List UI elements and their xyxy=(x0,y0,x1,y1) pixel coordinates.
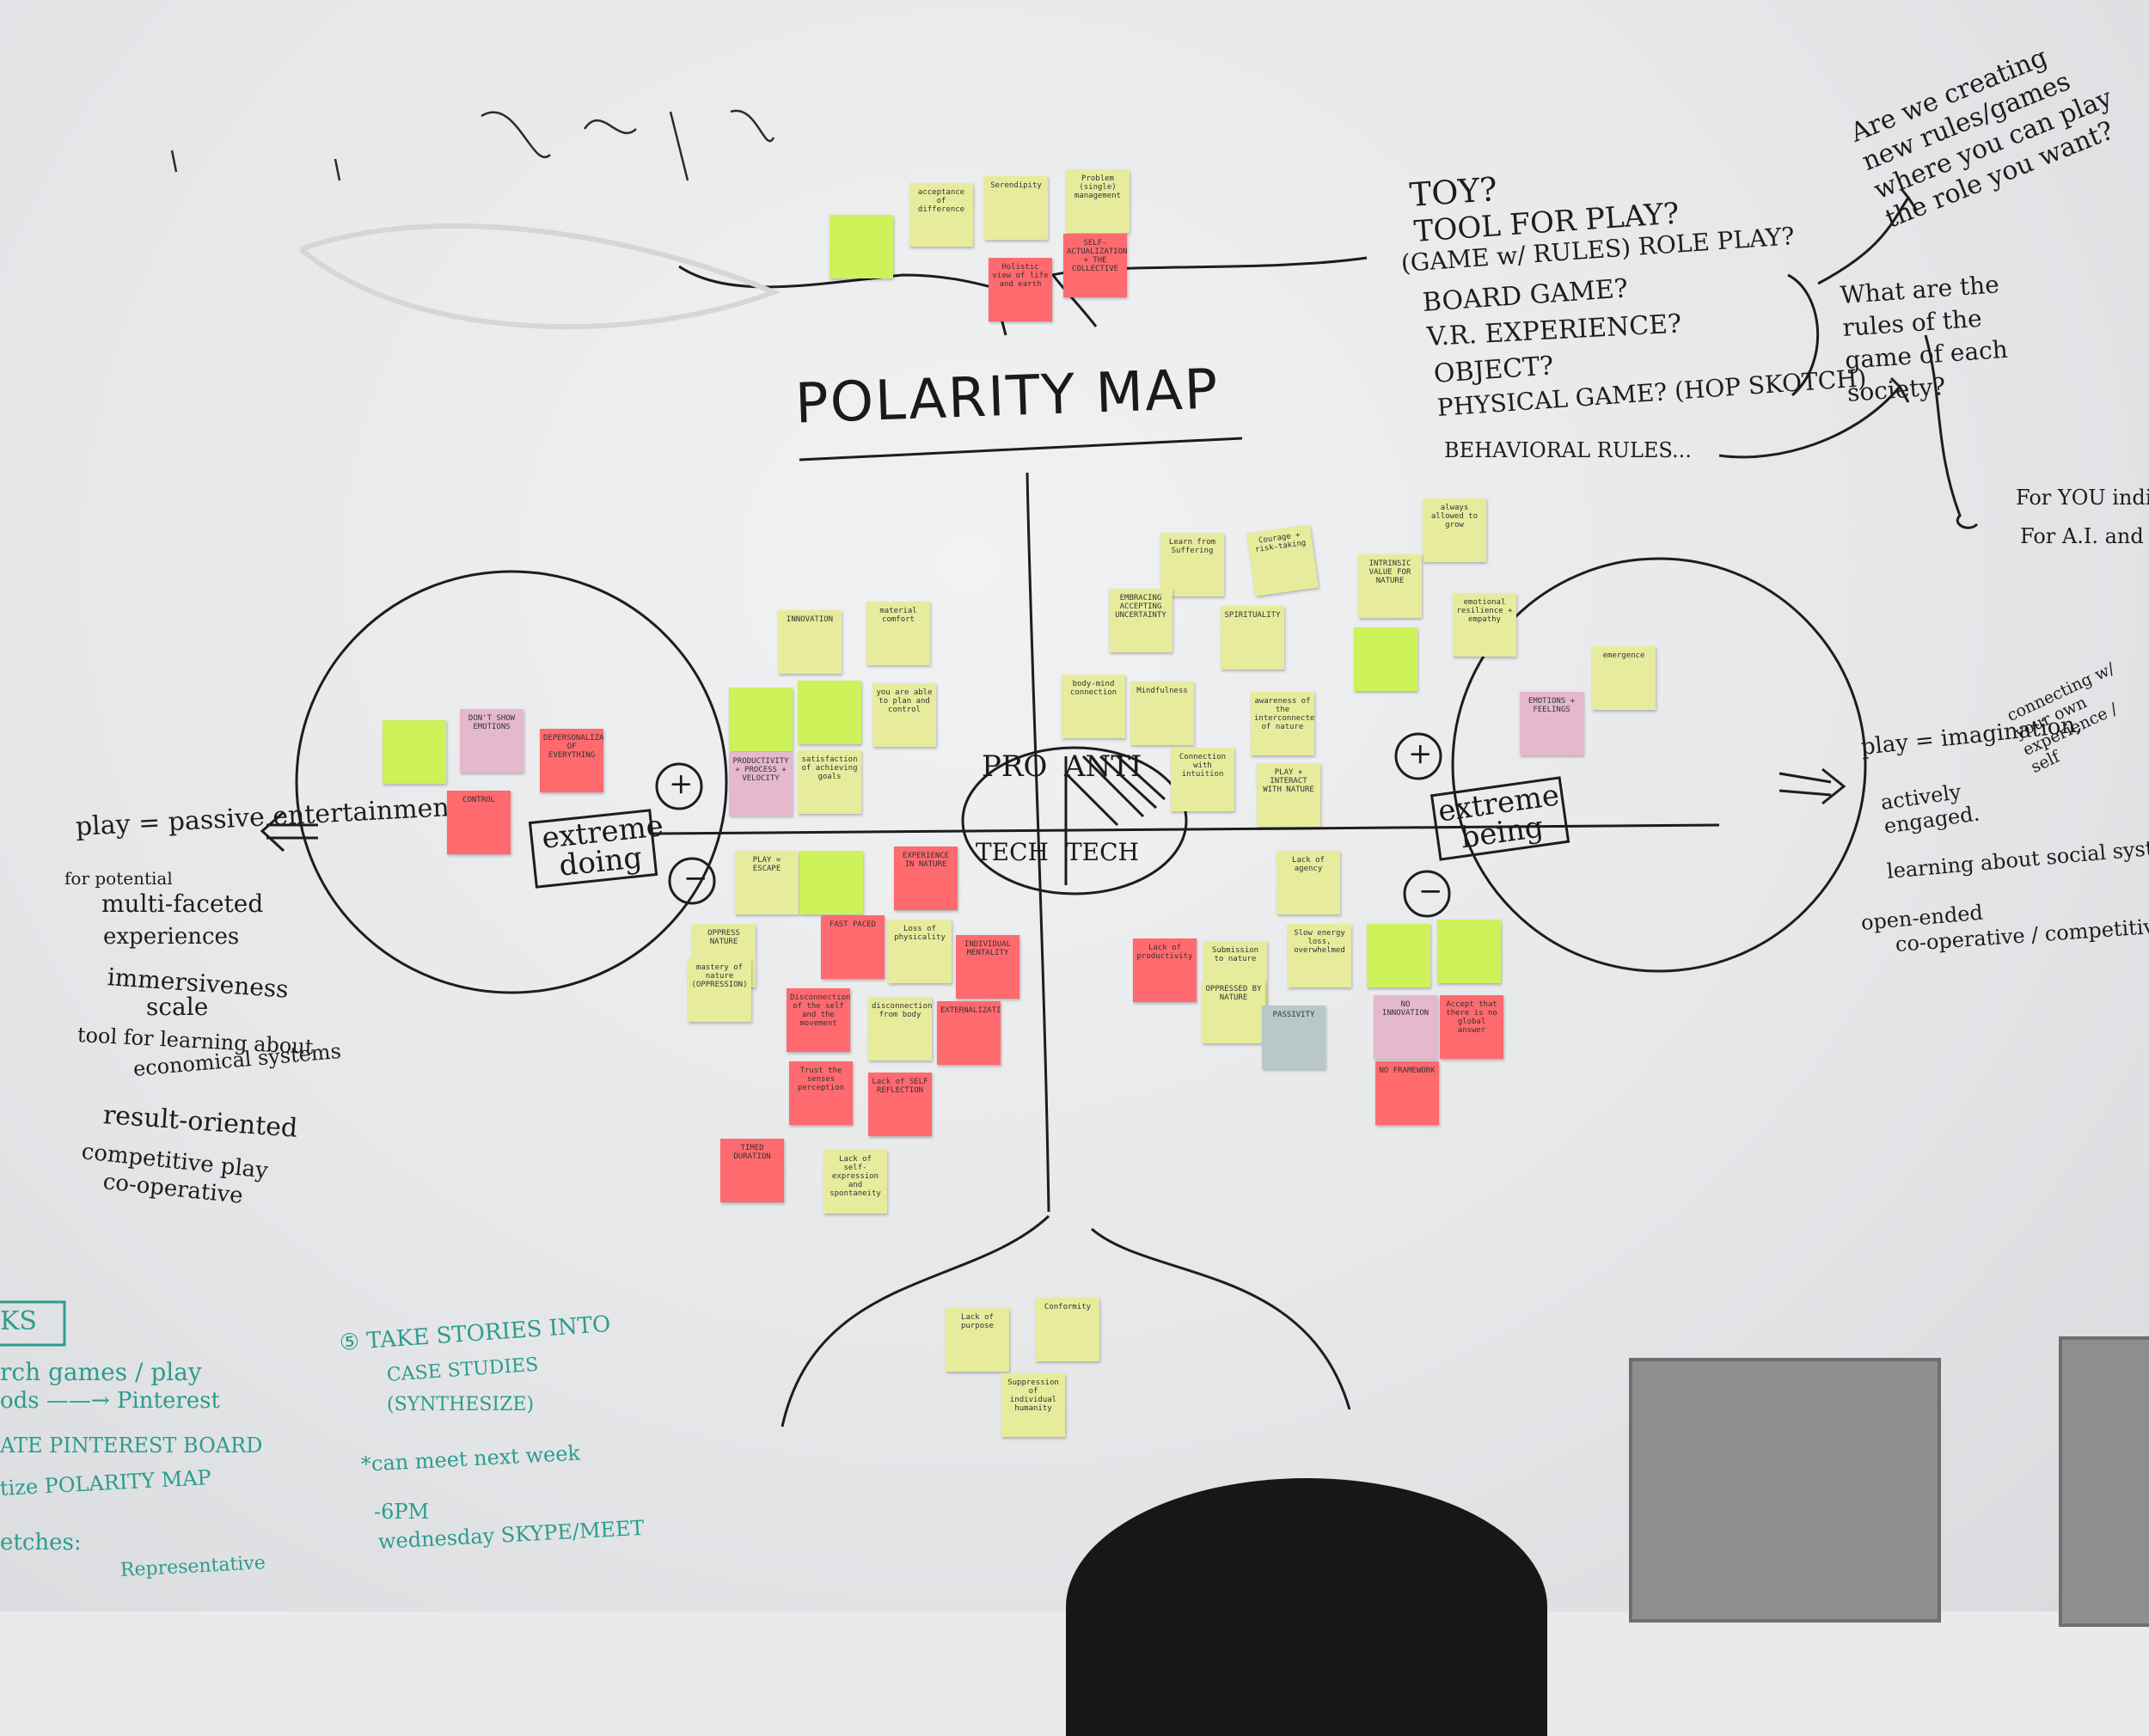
sticky-note: Disconnection of the self and the moveme… xyxy=(787,988,850,1052)
todo-heading: KS xyxy=(0,1306,37,1336)
minus-right: − xyxy=(1418,874,1443,908)
sticky-note: you are able to plan and control xyxy=(872,683,936,747)
play-scale: scale xyxy=(146,993,209,1021)
sticky-note: Trust the senses perception xyxy=(789,1061,853,1125)
tech-label-left: TECH xyxy=(976,838,1049,866)
sticky-note: TIMED DURATION xyxy=(720,1139,784,1202)
note-for-ai: For A.I. and xyxy=(2020,524,2144,548)
sticky-note: Connection with intuition xyxy=(1171,748,1234,811)
sticky-note: mastery of nature (OPPRESSION) xyxy=(688,958,751,1022)
sticky-note: PLAY = ESCAPE xyxy=(735,851,799,914)
play-multifaceted: multi-faceted xyxy=(101,889,264,918)
sticky-note: Lack of SELF REFLECTION xyxy=(868,1073,932,1136)
sticky-note xyxy=(830,215,893,278)
todo-time: -6PM xyxy=(374,1500,430,1524)
sticky-note: INDIVIDUAL MENTALITY xyxy=(956,935,1019,999)
sticky-note: FAST PACED xyxy=(821,915,885,979)
sticky-note xyxy=(383,720,446,784)
sticky-note: EXTERNALIZATION xyxy=(937,1001,1001,1065)
todo-research: rch games / play xyxy=(0,1358,202,1386)
chair-back xyxy=(1066,1478,1547,1736)
sticky-note: acceptance of difference xyxy=(909,183,973,247)
minus-left: − xyxy=(683,861,708,896)
sticky-note: emotional resilience + empathy xyxy=(1453,593,1516,657)
plus-left: + xyxy=(669,767,694,801)
cabinet xyxy=(1629,1358,1941,1623)
anti-label: ANTI xyxy=(1064,749,1142,784)
sticky-note: Learn from Suffering xyxy=(1160,533,1224,596)
sticky-note xyxy=(1437,920,1501,983)
sticky-note: disconnection from body xyxy=(868,997,932,1061)
extreme-doing-box: extreme doing xyxy=(540,809,665,883)
sticky-note: always allowed to grow xyxy=(1423,498,1486,562)
sticky-note: PLAY + INTERACT WITH NATURE xyxy=(1257,763,1320,827)
sticky-note: DON'T SHOW EMOTIONS xyxy=(460,709,523,773)
sticky-note: Lack of self-expression and spontaneity xyxy=(823,1150,887,1213)
todo-sketches: etches: xyxy=(0,1530,82,1556)
vertical-axis-line xyxy=(1026,472,1050,1213)
sticky-note: Serendipity xyxy=(984,176,1048,240)
cabinet xyxy=(2059,1336,2149,1627)
sticky-note: Courage + risk-taking xyxy=(1246,524,1319,596)
play-experiences: experiences xyxy=(103,924,240,950)
question-toy: TOY? xyxy=(1408,169,1499,214)
sticky-note: PRODUCTIVITY + PROCESS + VELOCITY xyxy=(729,752,793,816)
sticky-note: NO INNOVATION xyxy=(1374,995,1437,1059)
sticky-note xyxy=(799,851,863,914)
sticky-note: EMBRACING ACCEPTING UNCERTAINTY xyxy=(1109,589,1172,652)
sticky-note: Loss of physicality xyxy=(888,920,952,983)
sticky-note: INTRINSIC VALUE FOR NATURE xyxy=(1358,554,1422,618)
sticky-note: SELF-ACTUALIZATION + THE COLLECTIVE xyxy=(1063,234,1127,297)
sticky-note: SPIRITUALITY xyxy=(1221,606,1284,669)
sticky-note: Lack of purpose xyxy=(946,1308,1009,1372)
play-for-potential: for potential xyxy=(64,868,173,889)
sticky-note: material comfort xyxy=(866,602,930,665)
plus-right: + xyxy=(1408,737,1433,771)
sticky-note xyxy=(1367,924,1430,987)
sticky-note: DEPERSONALIZATION OF EVERYTHING xyxy=(540,729,603,792)
todo-create-board: ATE PINTEREST BOARD xyxy=(0,1433,263,1458)
sticky-note xyxy=(1354,627,1417,691)
sticky-note: satisfaction of achieving goals xyxy=(798,750,861,814)
sticky-note: body-mind connection xyxy=(1062,675,1125,738)
sticky-note: Lack of productivity xyxy=(1133,938,1197,1002)
sticky-note: Holistic view of life and earth xyxy=(989,258,1052,321)
sticky-note: Conformity xyxy=(1036,1298,1099,1361)
sticky-note: PASSIVITY xyxy=(1262,1006,1326,1069)
note-for-you: For YOU indi xyxy=(2016,486,2149,510)
question-behavioral: BEHAVIORAL RULES... xyxy=(1444,438,1692,462)
sticky-note: Accept that there is no global answer xyxy=(1440,995,1503,1059)
sticky-note: EXPERIENCE IN NATURE xyxy=(894,847,958,910)
sticky-note xyxy=(798,681,861,744)
sticky-note: CONTROL xyxy=(447,791,511,854)
sticky-note xyxy=(729,688,793,751)
sticky-note: Problem (single) management xyxy=(1066,169,1130,233)
pro-label: PRO xyxy=(982,749,1048,784)
sticky-note: Lack of agency xyxy=(1277,851,1340,914)
sticky-note: awareness of the interconnectedness of n… xyxy=(1251,692,1314,755)
sticky-note: EMOTIONS + FEELINGS xyxy=(1520,692,1583,755)
sticky-note: OPPRESSED BY NATURE xyxy=(1202,980,1265,1043)
sticky-note: Suppression of individual humanity xyxy=(1001,1373,1065,1437)
sticky-note: NO FRAMEWORK xyxy=(1375,1061,1439,1125)
note-rules-society: What are the rules of the game of each s… xyxy=(1839,270,2009,407)
sticky-note: Slow energy loss, overwhelmed xyxy=(1288,924,1351,987)
tech-label-right: TECH xyxy=(1066,838,1139,866)
sticky-note: Mindfulness xyxy=(1130,682,1194,745)
todo-synthesize: (SYNTHESIZE) xyxy=(387,1394,535,1415)
whiteboard-drawing xyxy=(0,109,1979,1427)
sticky-note: INNOVATION xyxy=(778,610,842,674)
sticky-note: emergence xyxy=(1592,646,1656,710)
todo-pinterest: ods ——→ Pinterest xyxy=(0,1388,220,1414)
